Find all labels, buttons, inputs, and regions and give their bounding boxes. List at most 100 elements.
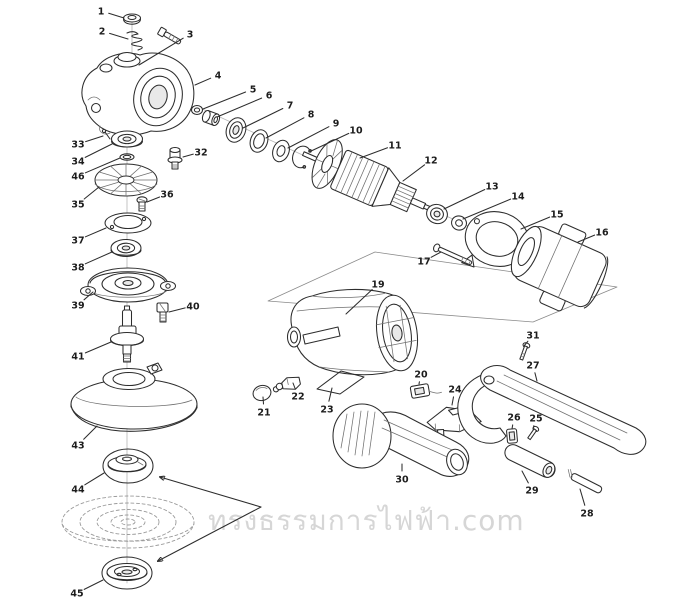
part-number-35: 35 (71, 199, 84, 210)
leader-line-17 (430, 251, 442, 258)
leader-line-33 (85, 135, 104, 143)
leader-line-14 (462, 198, 512, 220)
part-13-ball-bearing (426, 203, 448, 225)
part-number-44: 44 (71, 484, 85, 495)
part-2-spring (126, 31, 143, 51)
part-32-grease-cap (167, 146, 183, 170)
part-number-3: 3 (187, 29, 194, 40)
leader-line-24 (451, 396, 455, 406)
part-4-gear-housing (81, 51, 195, 136)
leader-line-19 (345, 288, 373, 315)
part-number-7: 7 (287, 100, 294, 111)
part-9-washer (272, 139, 290, 163)
leader-line-2 (109, 32, 129, 40)
part-19-motor-housing: makita (286, 288, 419, 376)
leader-line-1 (108, 12, 125, 19)
part-number-28: 28 (580, 508, 594, 519)
leader-line-31 (523, 340, 529, 347)
part-1-nut (122, 13, 142, 25)
part-43-wheel-guard (70, 362, 198, 432)
part-number-12: 12 (424, 155, 437, 166)
part-21-cap (252, 384, 272, 402)
leader-line-15 (520, 216, 551, 230)
leader-line-12 (402, 164, 426, 182)
part-44-inner-flange (107, 454, 147, 473)
part-number-20: 20 (414, 369, 428, 380)
part-number-9: 9 (333, 118, 340, 129)
leader-line-9 (287, 126, 330, 149)
part-5-nut (190, 104, 204, 116)
highlight-circle-1 (102, 448, 154, 484)
grinding-wheel-dashed (61, 495, 195, 549)
part-number-16: 16 (595, 227, 609, 238)
part-23-name-plate (316, 370, 365, 395)
part-11-fan (311, 139, 343, 189)
leader-line-23 (328, 387, 333, 402)
leader-line-13 (443, 188, 486, 210)
leader-line-45 (83, 579, 104, 590)
highlight-circle-2 (101, 556, 153, 590)
part-number-19: 19 (371, 279, 384, 290)
leader-line-37 (84, 227, 107, 238)
leader-line-3 (138, 37, 184, 66)
leader-line-8 (265, 117, 305, 139)
part-30-rear-handle (332, 403, 470, 477)
part-number-27: 27 (526, 360, 539, 371)
highlight-arrow-1 (160, 477, 262, 508)
part-3-screw (157, 26, 182, 45)
part-number-39: 39 (71, 300, 84, 311)
part-35-bevel-gear-fan (94, 163, 158, 197)
leader-line-27 (534, 372, 538, 382)
leader-line-36 (146, 196, 161, 203)
part-number-13: 13 (485, 181, 498, 192)
leader-line-32 (182, 153, 194, 158)
leader-line-4 (194, 77, 212, 86)
part-number-26: 26 (507, 412, 521, 423)
part-22-carbon-brush (272, 376, 301, 393)
part-number-8: 8 (308, 109, 315, 120)
leader-line-40 (168, 307, 186, 313)
watermark-text: ทรงธรรมการไฟฟ้า.com (208, 504, 525, 537)
leader-line-44 (84, 472, 105, 486)
part-number-11: 11 (388, 140, 401, 151)
part-28-pin (567, 469, 603, 494)
leader-line-21 (262, 396, 265, 405)
part-number-43: 43 (71, 440, 84, 451)
part-37-baffle-plate (104, 212, 152, 234)
part-36-screw (136, 196, 148, 212)
leader-line-25 (532, 425, 535, 430)
part-number-22: 22 (291, 391, 304, 402)
part-38-ball-bearing (110, 238, 142, 258)
part-number-14: 14 (511, 191, 525, 202)
part-number-30: 30 (395, 474, 409, 485)
part-number-23: 23 (320, 404, 333, 415)
part-number-40: 40 (186, 301, 200, 312)
part-34-ball-bearing (110, 130, 144, 148)
leader-line-7 (242, 107, 284, 129)
part-number-31: 31 (526, 330, 539, 341)
leader-line-26 (511, 424, 514, 430)
part-25-screw (527, 425, 540, 441)
part-6-pinion-gear (201, 110, 221, 126)
leader-line-16 (577, 234, 596, 243)
part-41-spindle (109, 305, 145, 363)
part-20-brush-holder-cap (409, 383, 442, 399)
assembly-outline-parallelogram (267, 251, 618, 323)
part-number-34: 34 (71, 156, 85, 167)
part-45-lock-nut (106, 562, 148, 582)
leader-line-41 (84, 341, 112, 354)
leader-line-10 (308, 132, 350, 153)
part-number-46: 46 (71, 171, 85, 182)
part-number-4: 4 (215, 70, 222, 81)
red-highlight-annotations (101, 448, 262, 590)
part-7-ball-bearing (225, 117, 247, 143)
part-number-37: 37 (71, 235, 84, 246)
part-number-36: 36 (160, 189, 174, 200)
leader-line-29 (521, 470, 529, 484)
part-number-6: 6 (266, 90, 273, 101)
part-40-screw (156, 302, 169, 323)
part-number-2: 2 (99, 26, 106, 37)
leader-line-38 (84, 251, 113, 265)
part-number-33: 33 (71, 139, 84, 150)
